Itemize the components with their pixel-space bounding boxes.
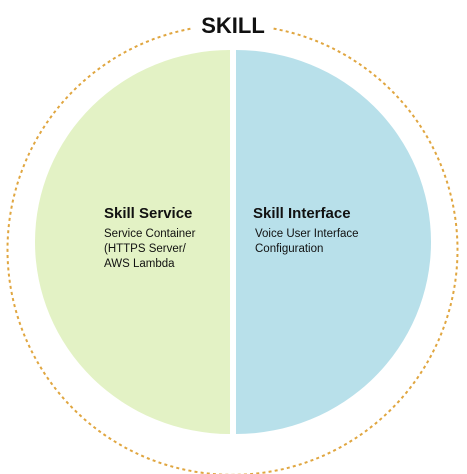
skill-interface-heading: Skill Interface bbox=[253, 205, 351, 222]
diagram-title: SKILL bbox=[201, 13, 265, 38]
skill-service-line-1: Service Container bbox=[104, 228, 196, 240]
skill-interface-line-2: Configuration bbox=[255, 243, 323, 255]
skill-interface-half bbox=[236, 50, 431, 434]
skill-interface-line-1: Voice User Interface bbox=[255, 228, 359, 240]
skill-service-line-2: (HTTPS Server/ bbox=[104, 243, 187, 255]
skill-service-half bbox=[35, 50, 230, 434]
outer-dashed-ring bbox=[6, 27, 459, 474]
skill-service-line-3: AWS Lambda bbox=[104, 258, 175, 270]
skill-service-heading: Skill Service bbox=[104, 205, 192, 222]
